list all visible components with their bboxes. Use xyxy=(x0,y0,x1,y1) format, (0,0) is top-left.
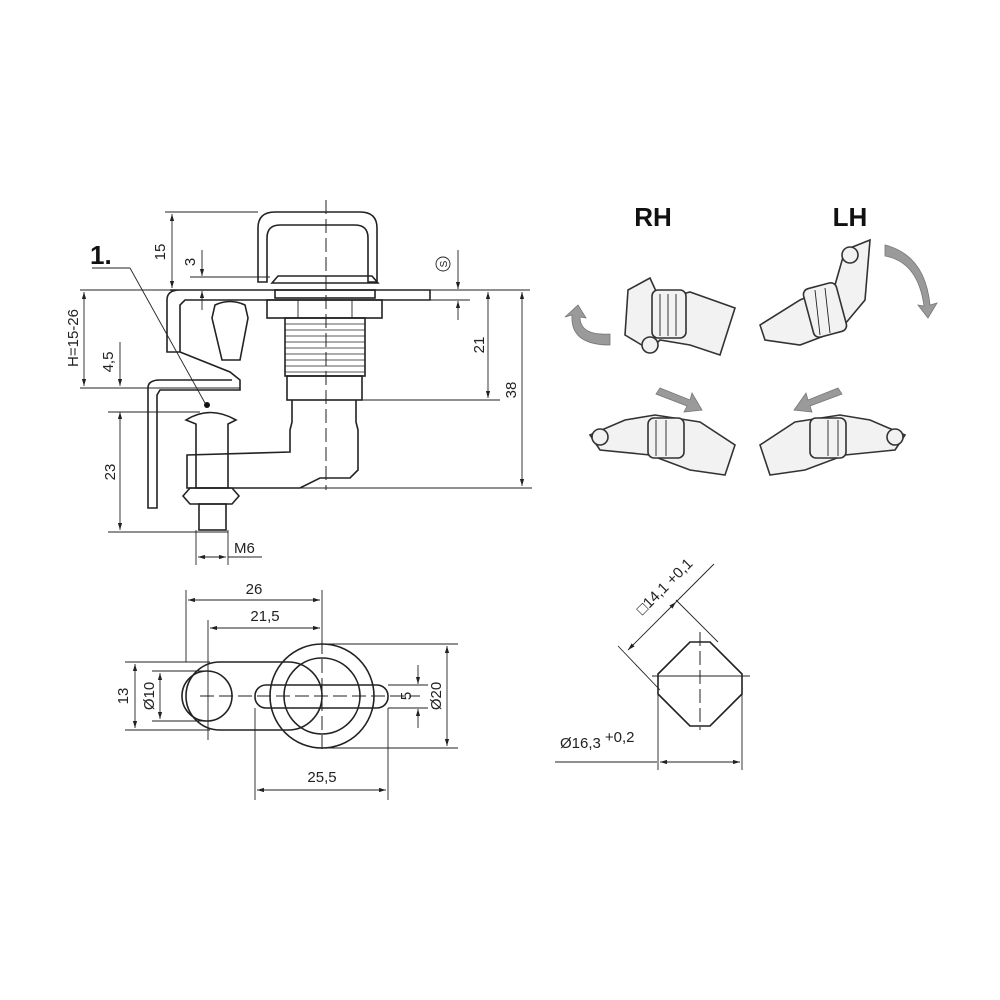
callout-label: 1. xyxy=(90,240,112,270)
dim-handle-width: 5 xyxy=(398,692,415,700)
lh-lock-illustration xyxy=(759,238,938,346)
bracket-section xyxy=(147,351,241,509)
screw-head xyxy=(184,411,238,489)
dim-washer: 3 xyxy=(182,258,199,266)
rotate-arrow-icon xyxy=(564,304,611,346)
side-view: 15 3 H=15-26 4,5 23 21 38 S M6 1. xyxy=(65,200,532,565)
dim-top-handle: 15 xyxy=(152,244,169,261)
rotate-arrow-icon xyxy=(884,244,938,319)
thread-body xyxy=(284,317,366,377)
dim-panel-range: H=15-26 xyxy=(65,309,82,367)
variant-illustrations: RH LH xyxy=(564,202,938,476)
direction-arrow-icon xyxy=(655,387,703,413)
dim-thread: 21 xyxy=(471,337,488,354)
dim-screw: 23 xyxy=(102,464,119,481)
rh-lock-illustration xyxy=(564,276,736,357)
dim-ring-dia: Ø20 xyxy=(428,682,445,710)
dim-handle-length: 25,5 xyxy=(307,769,336,786)
dim-thread-size: M6 xyxy=(234,540,255,557)
dim-pitch: 21,5 xyxy=(250,608,279,625)
rh-cam-illustration xyxy=(588,387,736,476)
handle xyxy=(257,211,378,283)
dim-width: 26 xyxy=(246,581,263,598)
direction-arrow-icon xyxy=(793,387,843,413)
thickness-symbol-circle xyxy=(435,256,451,272)
lh-cam-illustration xyxy=(759,387,907,476)
dim-cutout-diameter: Ø16,3+0,2 xyxy=(560,729,635,752)
thickness-symbol: S xyxy=(439,260,450,267)
label-lh: LH xyxy=(833,202,868,232)
label-rh: RH xyxy=(634,202,672,232)
dim-offset: 4,5 xyxy=(100,352,117,373)
bottom-view: 26 21,5 13 Ø10 5 Ø20 25,5 xyxy=(115,581,458,800)
panel-cutout-detail: Ø16,3+0,2 □14,1 +0,1 xyxy=(555,555,750,770)
screw-nut xyxy=(181,487,241,505)
dim-cutout-square: □14,1 +0,1 xyxy=(633,555,696,618)
panel-section xyxy=(166,289,431,353)
retaining-clip xyxy=(211,300,249,361)
dim-overall: 38 xyxy=(503,382,520,399)
dim-bolt-dia: Ø10 xyxy=(141,682,158,710)
dim-height: 13 xyxy=(115,688,132,705)
hex-nut xyxy=(266,299,383,319)
